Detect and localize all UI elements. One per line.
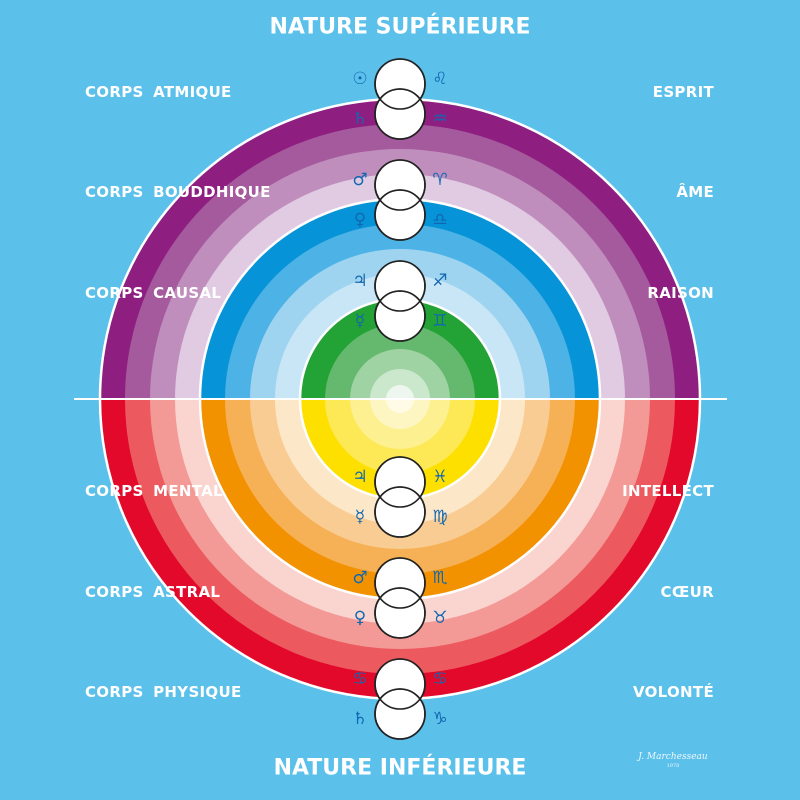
knot-outline — [374, 587, 426, 639]
knot-4 — [374, 456, 426, 538]
lower-half-bands — [100, 399, 700, 699]
label-raison: RAISON — [647, 284, 714, 302]
label-ame: ÂME — [676, 183, 714, 201]
knot-outline — [374, 88, 426, 140]
knot-2 — [374, 159, 426, 241]
astro-symbol-icon: ♓ — [432, 467, 447, 487]
astrological-symbols: ☉ ♌ ♄ ♒ ♂ ♈ ♀ ♎ ♃ ♐ ☿ ♊ ♃ ♓ ☿ ♍ ♂ ♏ ♀ ♉ ♋ ♋ ♄ ♑ — [352, 69, 447, 729]
astro-symbol-icon: ♄ — [352, 709, 367, 729]
astro-symbol-icon: ♑ — [432, 709, 447, 729]
knot-outline — [374, 189, 426, 241]
upper-half-bands — [100, 99, 700, 399]
signature-name: J. Marchesseau — [638, 752, 708, 762]
astro-symbol-icon: ♏ — [432, 568, 447, 588]
astro-symbol-icon: ♒ — [432, 109, 447, 129]
label-intellect: INTELLECT — [622, 482, 714, 500]
astro-symbol-icon: ♐ — [432, 271, 447, 291]
title-bottom: NATURE INFÉRIEURE — [273, 755, 527, 781]
knot-outline — [374, 159, 426, 211]
knot-3 — [374, 260, 426, 342]
astro-symbol-icon: ♂ — [352, 568, 367, 588]
astro-symbol-icon: ♃ — [352, 467, 367, 487]
astro-symbol-icon: ☉ — [352, 69, 367, 89]
astro-symbol-icon: ♎ — [432, 210, 447, 230]
astro-symbol-icon: ♄ — [352, 109, 367, 129]
label-corps-causal: CORPS CAUSAL — [85, 284, 222, 302]
label-volonte: VOLONTÉ — [632, 683, 714, 701]
knot-outline — [374, 58, 426, 110]
astro-symbol-icon: ☿ — [355, 507, 365, 527]
signature-year: 1978 — [666, 763, 680, 769]
knot-outline — [374, 658, 426, 710]
knot-outline — [374, 486, 426, 538]
astro-symbol-icon: ♊ — [432, 311, 447, 331]
astro-symbol-icon: ♃ — [352, 271, 367, 291]
knot-6 — [374, 658, 426, 740]
vesica-knots — [374, 58, 426, 740]
upper-band — [370, 369, 430, 399]
title-top: NATURE SUPÉRIEURE — [269, 14, 531, 40]
astro-symbol-icon: ♀ — [354, 210, 366, 230]
knot-outline — [374, 260, 426, 312]
label-coeur: CŒUR — [660, 583, 714, 601]
label-corps-physique: CORPS PHYSIQUE — [85, 683, 242, 701]
knot-5 — [374, 557, 426, 639]
label-corps-astral: CORPS ASTRAL — [85, 583, 221, 601]
label-esprit: ESPRIT — [652, 83, 714, 101]
astro-symbol-icon: ♂ — [352, 170, 367, 190]
label-corps-bouddhique: CORPS BOUDDHIQUE — [85, 183, 271, 201]
lower-band — [386, 399, 414, 413]
knot-1 — [374, 58, 426, 140]
label-corps-atmique: CORPS ATMIQUE — [85, 83, 232, 101]
upper-band — [386, 385, 414, 399]
signature: J. Marchesseau 1978 — [628, 752, 718, 769]
knot-outline — [374, 688, 426, 740]
label-corps-mental: CORPS MENTAL — [85, 482, 223, 500]
knot-outline — [374, 456, 426, 508]
knot-outline — [374, 557, 426, 609]
astro-symbol-icon: ♋ — [432, 669, 447, 689]
astro-symbol-icon: ♀ — [354, 608, 366, 628]
astro-symbol-icon: ♌ — [432, 69, 447, 89]
lower-band — [370, 399, 430, 429]
astro-symbol-icon: ☿ — [355, 311, 365, 331]
astro-symbol-icon: ♉ — [432, 608, 447, 628]
astro-symbol-icon: ♈ — [432, 170, 447, 190]
astro-symbol-icon: ♋ — [352, 669, 367, 689]
knot-outline — [374, 290, 426, 342]
astro-symbol-icon: ♍ — [432, 507, 447, 527]
